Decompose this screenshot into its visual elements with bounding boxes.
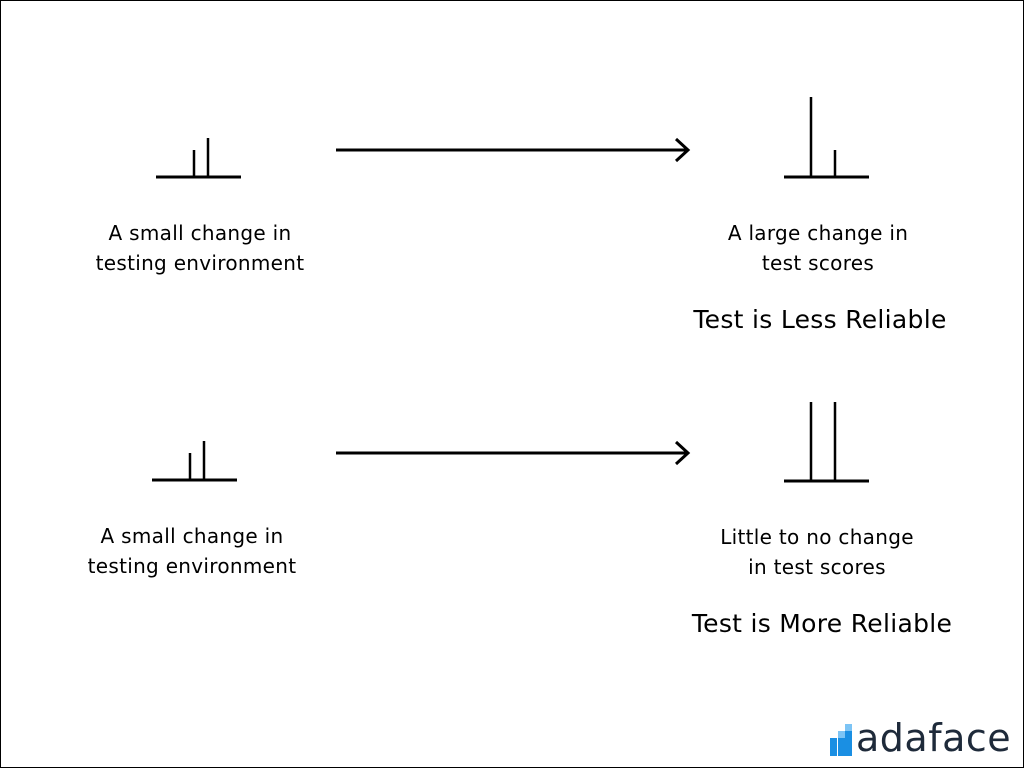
cause-label-row1: A small change in testing environment — [80, 218, 320, 278]
small-change-bars-row1 — [156, 138, 241, 179]
no-change-bars-row2 — [784, 402, 869, 483]
adaface-logo-icon — [830, 724, 852, 756]
effect-label-row1: A large change in test scores — [698, 218, 938, 278]
effect-label-row2: Little to no change in test scores — [697, 522, 937, 582]
cause-line1: A small change in — [108, 221, 292, 245]
cause-line2: testing environment — [87, 554, 297, 578]
cause-line1: A small change in — [100, 524, 284, 548]
verdict-row2: Test is More Reliable — [691, 609, 953, 638]
arrow-right-icon — [336, 137, 691, 163]
cause-line2: testing environment — [95, 251, 305, 275]
cause-label-row2: A small change in testing environment — [72, 521, 312, 581]
effect-line1: A large change in — [727, 221, 909, 245]
effect-line2: in test scores — [748, 555, 886, 579]
brand-name: adaface — [856, 716, 1012, 760]
arrow-right-icon — [336, 440, 691, 466]
effect-line2: test scores — [761, 251, 875, 275]
large-change-bars-row1 — [784, 97, 869, 179]
small-change-bars-row2 — [152, 441, 237, 482]
adaface-logo: adaface — [828, 716, 1018, 764]
effect-line1: Little to no change — [720, 525, 914, 549]
verdict-row1: Test is Less Reliable — [693, 305, 947, 334]
